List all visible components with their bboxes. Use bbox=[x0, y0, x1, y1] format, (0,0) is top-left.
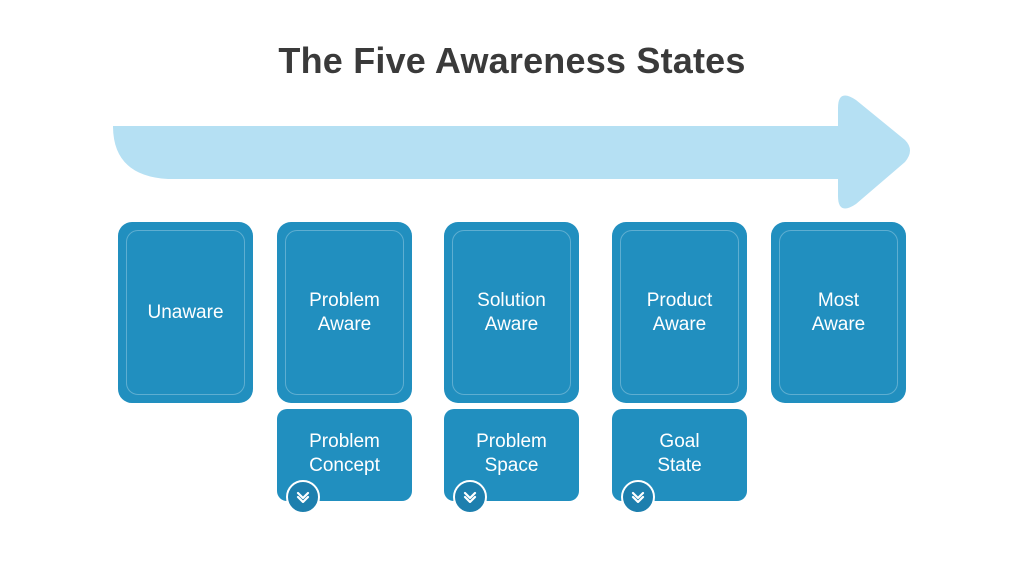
state-label: Product Aware bbox=[646, 289, 713, 335]
state-label: Solution Aware bbox=[477, 289, 546, 335]
sub-card-problem-space: Problem Space bbox=[444, 409, 579, 514]
page-title: The Five Awareness States bbox=[278, 40, 746, 81]
state-card-solution-aware: Solution Aware bbox=[444, 222, 579, 403]
chevron-down-icon[interactable] bbox=[453, 480, 487, 514]
sub-card-label: Goal State bbox=[657, 431, 702, 476]
sub-card-problem-concept: Problem Concept bbox=[277, 409, 412, 514]
state-card-problem-aware: Problem Aware bbox=[277, 222, 412, 403]
sub-card-goal-state: Goal State bbox=[612, 409, 747, 514]
state-label: Problem Aware bbox=[309, 289, 380, 335]
state-card-most-aware: Most Aware bbox=[771, 222, 906, 403]
chevron-down-icon[interactable] bbox=[621, 480, 655, 514]
state-card-product-aware: Product Aware bbox=[612, 222, 747, 403]
sub-card-label: Problem Space bbox=[476, 431, 547, 476]
state-card-unaware: Unaware bbox=[118, 222, 253, 403]
chevron-down-icon[interactable] bbox=[286, 480, 320, 514]
state-label: Unaware bbox=[147, 301, 224, 323]
state-label: Most Aware bbox=[811, 289, 866, 335]
sub-card-label: Problem Concept bbox=[309, 431, 380, 476]
